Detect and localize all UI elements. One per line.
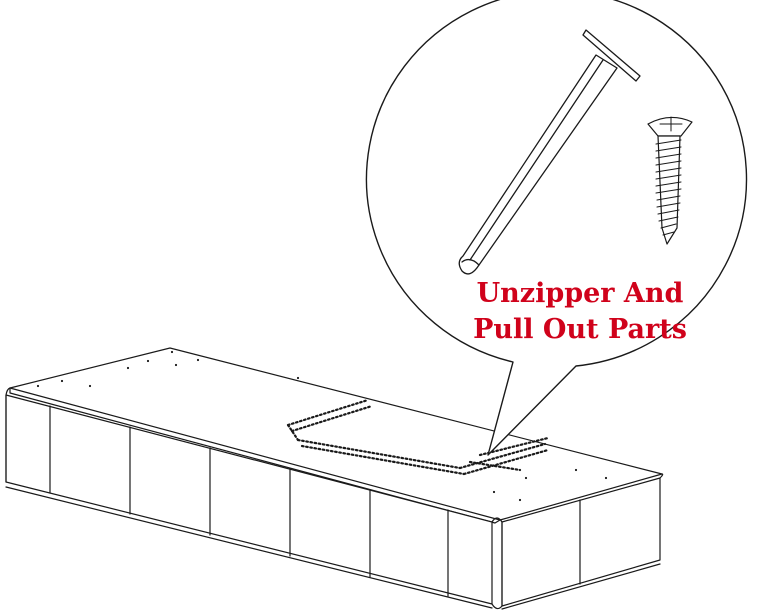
box-front-band	[9, 387, 501, 524]
zipper-icon	[286, 398, 550, 476]
box-front-corner	[491, 517, 503, 610]
callout-caption-line-1: Unzipper And	[476, 278, 684, 309]
front-panel-seams	[49, 405, 449, 597]
tapered-leg-icon	[458, 29, 641, 275]
screw-icon	[647, 116, 693, 245]
box-right-corner	[659, 473, 664, 479]
callout-caption-line-2: Pull Out Parts	[473, 314, 687, 345]
top-dots	[36, 350, 608, 502]
box-bottom-band	[5, 486, 661, 610]
box-left-corner	[5, 387, 11, 483]
callout-bubble	[365, 0, 748, 456]
mattress-base-icon	[5, 347, 664, 610]
